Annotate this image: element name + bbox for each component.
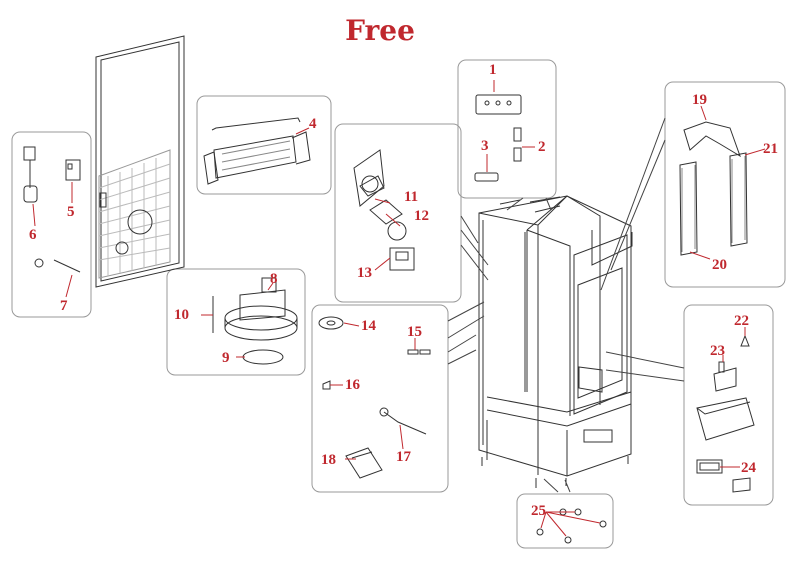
ring-part	[387, 221, 407, 241]
convection-fan-part	[203, 117, 311, 185]
panel-side-guards	[664, 81, 786, 288]
panel-gear-motor	[311, 304, 449, 493]
motor-part	[389, 247, 415, 271]
top-cover-part	[683, 121, 741, 158]
part-label-15: 15	[407, 324, 422, 340]
part-label-1: 1	[489, 62, 497, 78]
sensor-part	[34, 258, 81, 273]
part-label-5: 5	[67, 204, 75, 220]
part-label-25: 25	[531, 503, 546, 519]
handle-part	[713, 361, 737, 392]
stove-body	[478, 195, 633, 488]
part-label-10: 10	[174, 307, 189, 323]
switch-part	[65, 159, 81, 181]
part-label-4: 4	[309, 116, 317, 132]
part-label-21: 21	[763, 141, 778, 157]
side-panel-part-2	[729, 152, 748, 247]
part-label-13: 13	[357, 265, 372, 281]
auger-cover-part	[345, 447, 383, 479]
part-label-8: 8	[270, 271, 278, 287]
power-socket-part	[23, 146, 38, 203]
part-label-20: 20	[712, 257, 727, 273]
plate-part	[696, 459, 723, 474]
part-label-12: 12	[414, 208, 429, 224]
burner-part	[353, 149, 385, 207]
panel-feet	[516, 493, 614, 549]
part-label-3: 3	[481, 138, 489, 154]
thermostat-part	[379, 407, 427, 435]
panel-control-display	[457, 59, 557, 199]
part-label-14: 14	[361, 318, 376, 334]
ash-box-part	[696, 397, 755, 441]
panel-burner-pot	[334, 123, 462, 303]
fuse-part	[407, 349, 431, 355]
panel-ash-drawer	[683, 304, 774, 506]
side-panel-part	[679, 161, 698, 256]
part-label-18: 18	[321, 452, 336, 468]
smoke-extraction-fan-part	[224, 277, 298, 341]
part-label-22: 22	[734, 313, 749, 329]
part-label-11: 11	[404, 189, 419, 205]
diagram-title: Free	[345, 14, 415, 47]
spring-part	[740, 334, 750, 347]
part-label-23: 23	[710, 343, 725, 359]
part-label-19: 19	[692, 92, 707, 108]
panel-smoke-fan	[166, 268, 306, 376]
control-display-part	[475, 94, 522, 115]
panel-switches	[11, 131, 92, 318]
part-label-24: 24	[741, 460, 756, 476]
pot-plate-part	[369, 199, 403, 225]
gear-motor-part	[318, 316, 344, 330]
part-label-6: 6	[29, 227, 37, 243]
part-label-9: 9	[222, 350, 230, 366]
part-label-7: 7	[60, 298, 68, 314]
leader-lines	[447, 117, 685, 493]
part-label-16: 16	[345, 377, 360, 393]
cover-plate-part	[513, 127, 522, 142]
part-label-17: 17	[396, 449, 411, 465]
nut-part	[322, 380, 331, 390]
rear-panel	[95, 35, 185, 288]
keypad-part	[474, 172, 499, 182]
gasket-part	[242, 349, 284, 365]
panel-convection-fan	[196, 95, 332, 195]
part-label-2: 2	[538, 139, 546, 155]
